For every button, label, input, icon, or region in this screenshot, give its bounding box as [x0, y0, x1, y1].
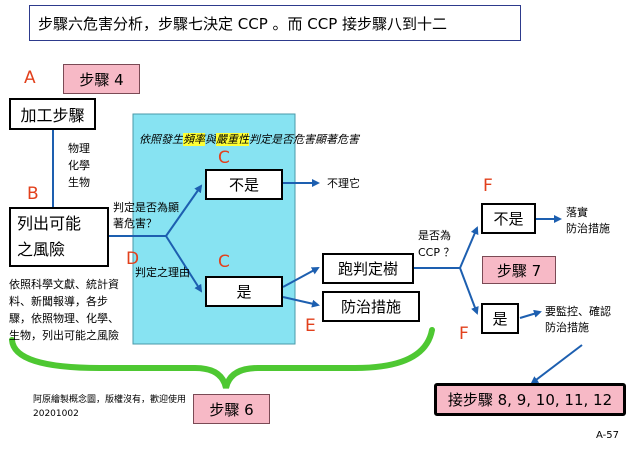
- basis-severity: 嚴重性: [216, 133, 249, 146]
- label-f-top: F: [483, 176, 493, 196]
- yes-to-control-line: [282, 296, 320, 308]
- hazards-line2: 之風險: [17, 240, 66, 259]
- hazard-type-physical: 物理: [68, 142, 90, 155]
- credit-line1: 阿原繪製概念圖，版權沒有，歡迎使用: [33, 395, 187, 405]
- label-a: A: [24, 68, 36, 88]
- not-ccp-box: 不是: [481, 203, 536, 234]
- tree-to-not-ccp-line: [459, 226, 479, 269]
- monitor-line2: 防治措施: [545, 321, 589, 334]
- step6-bracket: [9, 327, 435, 389]
- sources-line3: 驟，依照物理、化學、: [9, 312, 119, 325]
- page-number: A-57: [596, 430, 619, 441]
- judge-reason-label: 判定之理由: [135, 266, 190, 279]
- ccp-box: 是: [481, 303, 519, 334]
- basis-and: 與: [205, 133, 216, 146]
- implement-line2: 防治措施: [566, 222, 610, 235]
- significance-basis-label: 依照發生頻率與嚴重性判定是否危害顯著危害: [139, 132, 359, 148]
- monitor-line1: 要監控、確認: [545, 305, 611, 318]
- yes-to-tree-line: [282, 267, 320, 288]
- is-ccp-line1: 是否為: [418, 229, 451, 242]
- label-c-mid: C: [218, 252, 230, 272]
- ignore-label: 不理它: [327, 177, 360, 190]
- judge-significant-line1: 判定是否為顯: [113, 201, 179, 214]
- label-e: E: [305, 316, 316, 336]
- tree-to-ccp-line: [459, 267, 479, 315]
- fork-to-yes-line: [165, 235, 203, 293]
- basis-prefix: 依照發生: [139, 133, 183, 146]
- label-f-bottom: F: [459, 324, 469, 344]
- process-step-box: 加工步驟: [9, 98, 96, 130]
- hazards-line1: 列出可能: [17, 214, 82, 233]
- label-c-top: C: [218, 148, 230, 168]
- next-steps-badge: 接步驟 8, 9, 10, 11, 12: [434, 383, 626, 416]
- ccp-to-monitor-line: [519, 309, 542, 319]
- monitor-to-next-line: [530, 344, 583, 385]
- step4-badge: 步驟 4: [63, 64, 140, 94]
- page-title: 步驟六危害分析，步驟七決定 CCP 。而 CCP 接步驟八到十二: [38, 14, 448, 33]
- hazards-box: 列出可能 之風險: [9, 207, 109, 267]
- step7-badge: 步驟 7: [482, 256, 556, 284]
- basis-frequency: 頻率: [183, 133, 205, 146]
- hazard-panel: [132, 113, 296, 345]
- hazard-type-biological: 生物: [68, 176, 90, 189]
- judge-significant-line2: 著危害？: [113, 217, 157, 230]
- sources-line4: 生物，列出可能之風險: [9, 329, 119, 342]
- title-box: 步驟六危害分析，步驟七決定 CCP 。而 CCP 接步驟八到十二: [29, 5, 521, 41]
- decision-tree-box: 跑判定樹: [322, 253, 414, 284]
- significant-box: 是: [205, 276, 283, 307]
- implement-line1: 落實: [566, 206, 588, 219]
- basis-suffix: 判定是否危害顯著危害: [249, 133, 359, 146]
- control-measure-box: 防治措施: [322, 291, 420, 322]
- step6-badge: 步驟 6: [193, 394, 270, 424]
- not-significant-box: 不是: [205, 169, 283, 200]
- fork-to-not-line: [165, 184, 203, 237]
- hazard-type-chemical: 化學: [68, 159, 90, 172]
- is-ccp-line2: CCP ？: [418, 246, 455, 259]
- label-b: B: [27, 184, 39, 204]
- label-d: D: [126, 249, 140, 269]
- credit-line2: 20201002: [33, 409, 79, 419]
- sources-line1: 依照科學文獻、統計資: [9, 278, 119, 291]
- sources-line2: 料、新聞報導，各步: [9, 295, 108, 308]
